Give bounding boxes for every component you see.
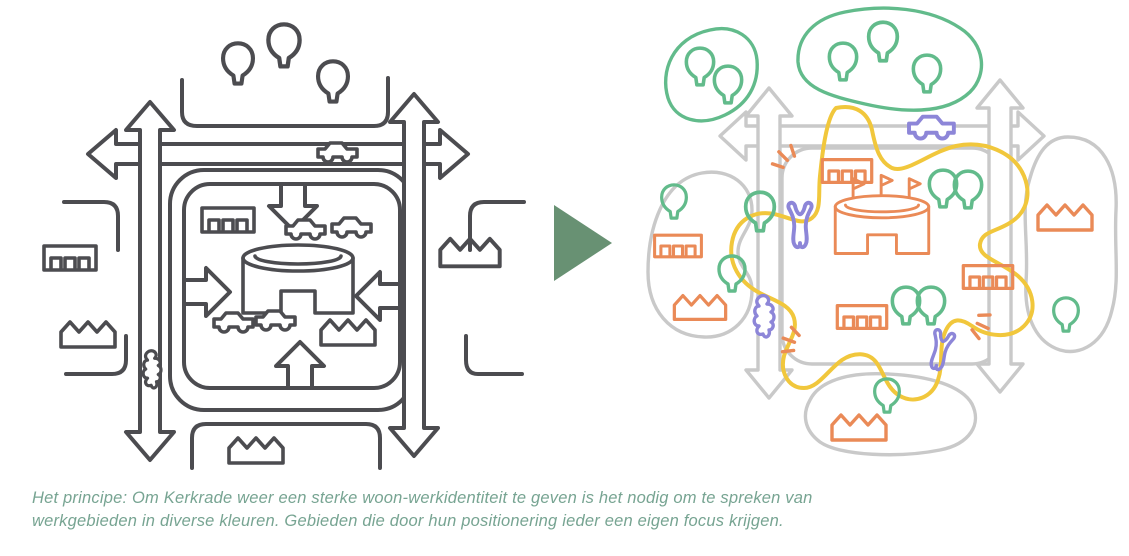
focus-area-outline	[729, 105, 1035, 402]
stadium-icon	[242, 244, 354, 314]
tree-icon	[828, 42, 858, 81]
before-diagram	[43, 23, 526, 470]
ring-road-bottom	[190, 422, 382, 470]
inward-arrow-icon	[182, 266, 232, 318]
tree-icon	[685, 47, 715, 86]
ring-road-top	[180, 76, 390, 128]
tree-icon	[868, 21, 898, 62]
building-icon	[43, 245, 97, 271]
building-icon	[836, 305, 888, 329]
tree-icon	[953, 170, 983, 209]
road-arrow-vertical	[975, 78, 1025, 394]
district-blob-gray	[646, 170, 754, 339]
side-road	[62, 200, 120, 252]
road-arrow-vertical	[744, 86, 794, 400]
tree-icon	[891, 286, 921, 325]
caption-line-1: Het principe: Om Kerkrade weer een sterk…	[32, 489, 813, 507]
building-icon	[654, 234, 702, 258]
after-diagram	[646, 6, 1118, 457]
flag-icon	[851, 173, 922, 199]
tree-icon	[222, 42, 254, 85]
factory-icon	[60, 321, 116, 348]
side-road	[464, 334, 524, 376]
building-icon	[821, 159, 873, 183]
tree-icon	[1053, 297, 1079, 332]
factory-icon	[831, 414, 887, 441]
district-blob-gray	[1023, 135, 1118, 354]
tree-icon	[713, 65, 743, 104]
car-icon	[213, 312, 254, 333]
building-icon	[201, 207, 255, 233]
transition-arrow-icon	[554, 205, 612, 281]
tree-icon	[912, 54, 942, 93]
road-arrow-horizontal	[718, 110, 1046, 162]
factory-icon	[228, 437, 284, 464]
district-blob-green	[796, 6, 984, 112]
district-blob-green	[663, 27, 759, 123]
tree-icon	[916, 286, 946, 325]
inward-arrow-icon	[274, 340, 326, 390]
tree-icon	[317, 60, 349, 103]
caption: Het principe: Om Kerkrade weer een sterk…	[32, 487, 813, 533]
road-arrow-horizontal	[86, 128, 470, 180]
road-arrow-vertical	[124, 100, 176, 462]
side-road	[64, 334, 128, 376]
road-arrow-vertical	[388, 92, 440, 458]
factory-icon	[1037, 204, 1093, 231]
inward-arrow-icon	[267, 182, 319, 232]
tree-icon	[928, 169, 958, 208]
person-icon	[787, 202, 813, 248]
stadium-icon	[834, 173, 930, 254]
district-blob-gray	[803, 372, 978, 457]
car-icon	[331, 217, 372, 238]
factory-icon	[320, 319, 376, 346]
factory-icon	[673, 295, 727, 320]
caption-line-2: werkgebieden in diverse kleuren. Gebiede…	[32, 512, 784, 530]
tree-icon	[267, 23, 301, 67]
side-road	[468, 200, 526, 252]
inward-arrow-icon	[354, 270, 402, 322]
